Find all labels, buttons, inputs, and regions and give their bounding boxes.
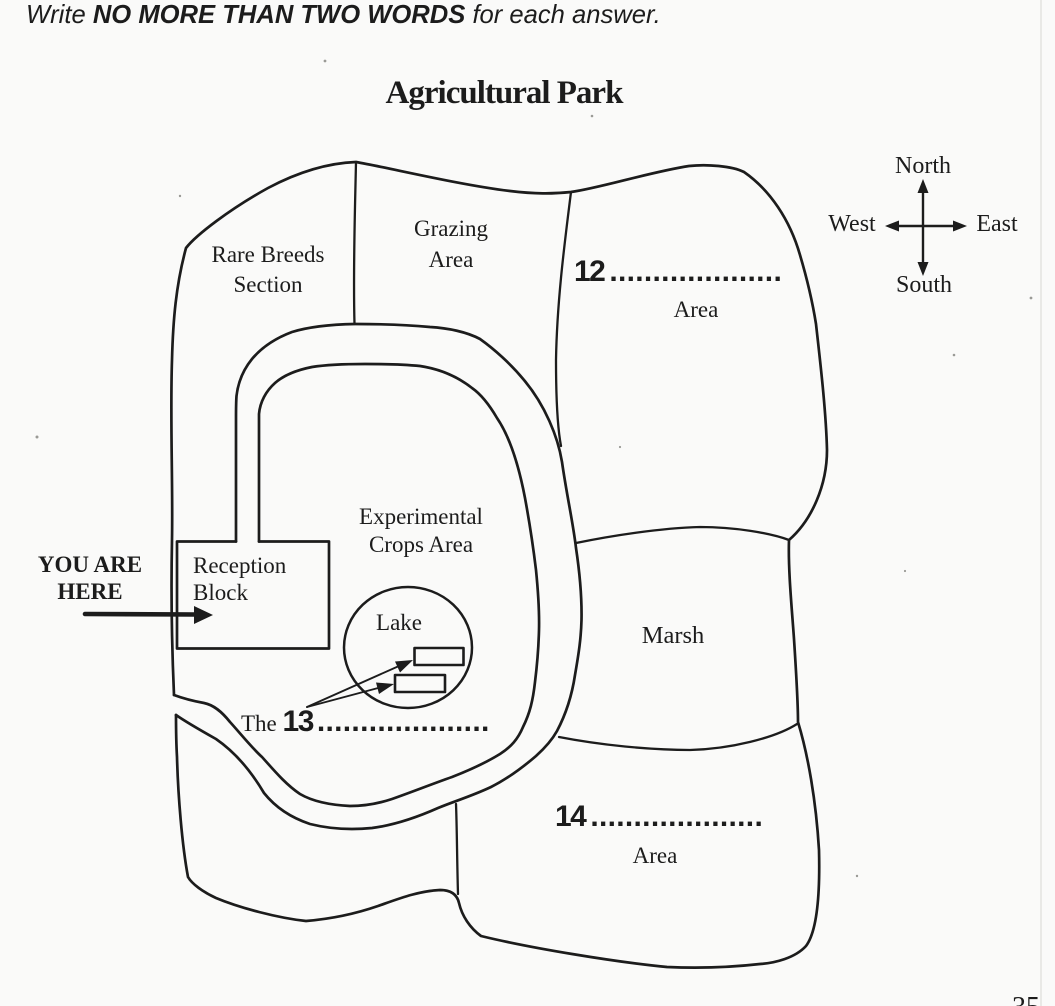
lake-outline [342, 585, 474, 710]
road-outer-edge [174, 322, 583, 831]
scan-speckles [35, 59, 1033, 878]
compass-icon [885, 179, 967, 276]
you-are-here-label: YOU ARE HERE [38, 551, 142, 605]
lake-structure-2 [393, 673, 447, 694]
compass-north-label: North [895, 153, 951, 179]
divider-bottom [454, 802, 460, 896]
you-are-here-line2: HERE [57, 579, 123, 604]
region-experimental-line2: Crops Area [368, 532, 474, 557]
region-q12-area-label: Area [673, 297, 719, 322]
question-14-dots: .................... [590, 800, 764, 833]
question-14-number: 14 [555, 800, 587, 833]
compass-west-label: West [828, 211, 876, 237]
divider-marsh-top [574, 525, 791, 545]
region-marsh-label: Marsh [641, 622, 705, 649]
divider-rare-grazing [352, 160, 358, 326]
divider-grazing-q12 [554, 190, 573, 448]
instruction-text: Write NO MORE THAN TWO WORDS for each an… [26, 1, 661, 30]
you-are-here-line1: YOU ARE [37, 552, 143, 577]
region-experimental-label: Experimental Crops Area [359, 503, 483, 559]
compass-east-label: East [976, 211, 1018, 237]
reception-block-outline [175, 540, 331, 650]
park-boundary [169, 160, 829, 969]
reception-block-line2: Block [193, 580, 248, 605]
region-rare-breeds-line1: Rare Breeds [211, 242, 325, 267]
region-q14-area-label: Area [632, 843, 678, 868]
region-grazing-line2: Area [428, 247, 474, 272]
reception-block-line1: Reception [193, 553, 287, 578]
question-14-blank: 14.................... [555, 800, 763, 834]
region-rare-breeds-line2: Section [233, 272, 303, 297]
page-title: Agricultural Park [385, 75, 624, 111]
you-are-here-arrow [82, 606, 213, 624]
region-grazing-label: Grazing Area [414, 213, 488, 275]
question-12-number: 12 [574, 255, 606, 288]
reception-block-label: Reception Block [193, 552, 286, 606]
region-rare-breeds-label: Rare Breeds Section [211, 240, 324, 300]
region-experimental-line1: Experimental [359, 504, 483, 529]
instruction-prefix: Write [26, 1, 93, 29]
lake-structure-1 [413, 646, 465, 667]
question-13-dots: .................... [316, 705, 490, 738]
q13-arrows [306, 660, 413, 708]
compass-south-label: South [895, 272, 953, 298]
page-number: 35 [1012, 992, 1040, 1006]
divider-marsh-bottom [557, 722, 799, 752]
question-12-dots: .................... [609, 255, 783, 288]
instruction-suffix: for each answer. [465, 1, 661, 29]
region-grazing-line1: Grazing [413, 216, 489, 241]
question-13-number: 13 [282, 705, 315, 738]
question-13-blank: The 13.................... [241, 705, 490, 739]
question-13-prefix: The [241, 711, 283, 736]
instruction-emphasis: NO MORE THAN TWO WORDS [92, 1, 466, 29]
question-12-blank: 12.................... [574, 255, 782, 289]
road-inner-edge [172, 362, 541, 808]
lake-label: Lake [376, 610, 422, 635]
